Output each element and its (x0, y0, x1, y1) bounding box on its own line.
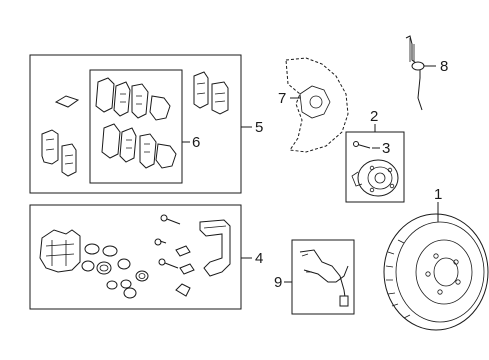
shim-3 (131, 83, 149, 119)
shim-6 (119, 127, 137, 163)
brake-rotor (383, 202, 489, 331)
pad-kit-box (29, 54, 242, 194)
caliper-bracket (199, 219, 231, 277)
brake-pad-left-b (61, 143, 77, 177)
seal-4 (120, 279, 132, 289)
abs-sensor-head (339, 295, 349, 307)
piston-seal-2 (102, 245, 118, 257)
abs-sensor-group (284, 239, 355, 315)
shim-8 (155, 143, 177, 169)
callout-3: 3 (382, 140, 390, 157)
abs-sensor-wire (299, 249, 347, 305)
caliper-group (29, 204, 252, 310)
callout-8: 8 (440, 58, 448, 75)
wear-indicator-clip (54, 95, 80, 108)
shim-5 (101, 123, 121, 159)
hose-fitting (411, 61, 425, 71)
callout-7: 7 (278, 90, 286, 107)
brake-pad-left-a (41, 129, 59, 165)
abs-sensor-box (291, 239, 355, 315)
pad-kit-group (29, 54, 252, 194)
piston-seal-1 (84, 243, 100, 255)
callout-2: 2 (370, 108, 378, 125)
guide-pin-lower (158, 258, 179, 269)
rotor-outer (383, 213, 489, 331)
shim-7 (139, 133, 157, 169)
shim-1 (95, 77, 115, 113)
brake-pad-right-b (211, 81, 229, 115)
hub-group (345, 124, 405, 203)
guide-pin-mid (154, 238, 167, 246)
splash-shield (285, 57, 349, 153)
callout-6: 6 (192, 134, 200, 151)
shim-kit-box (89, 69, 183, 184)
piston-boot-1 (81, 260, 95, 272)
hardware-clip-2 (179, 263, 195, 275)
brake-hose (405, 35, 436, 111)
seal-5 (123, 287, 137, 299)
caliper-box (29, 204, 242, 310)
piston-1 (96, 261, 112, 275)
brake-pad-right-a (193, 71, 209, 109)
callout-9: 9 (274, 274, 282, 291)
shim-4 (149, 95, 171, 121)
splash-shield-outline (285, 57, 349, 153)
piston-boot-2 (117, 258, 131, 270)
guide-pin-upper (160, 214, 181, 225)
hub-bearing (357, 159, 399, 197)
piston-2 (135, 270, 149, 282)
caliper-body (39, 229, 81, 273)
seal-3 (106, 280, 118, 290)
hardware-clip-1 (175, 245, 191, 257)
callout-1: 1 (434, 186, 442, 203)
shim-2 (113, 81, 131, 117)
callout-5: 5 (255, 119, 263, 136)
callout-4: 4 (255, 250, 263, 267)
hardware-clip-3 (175, 283, 191, 297)
